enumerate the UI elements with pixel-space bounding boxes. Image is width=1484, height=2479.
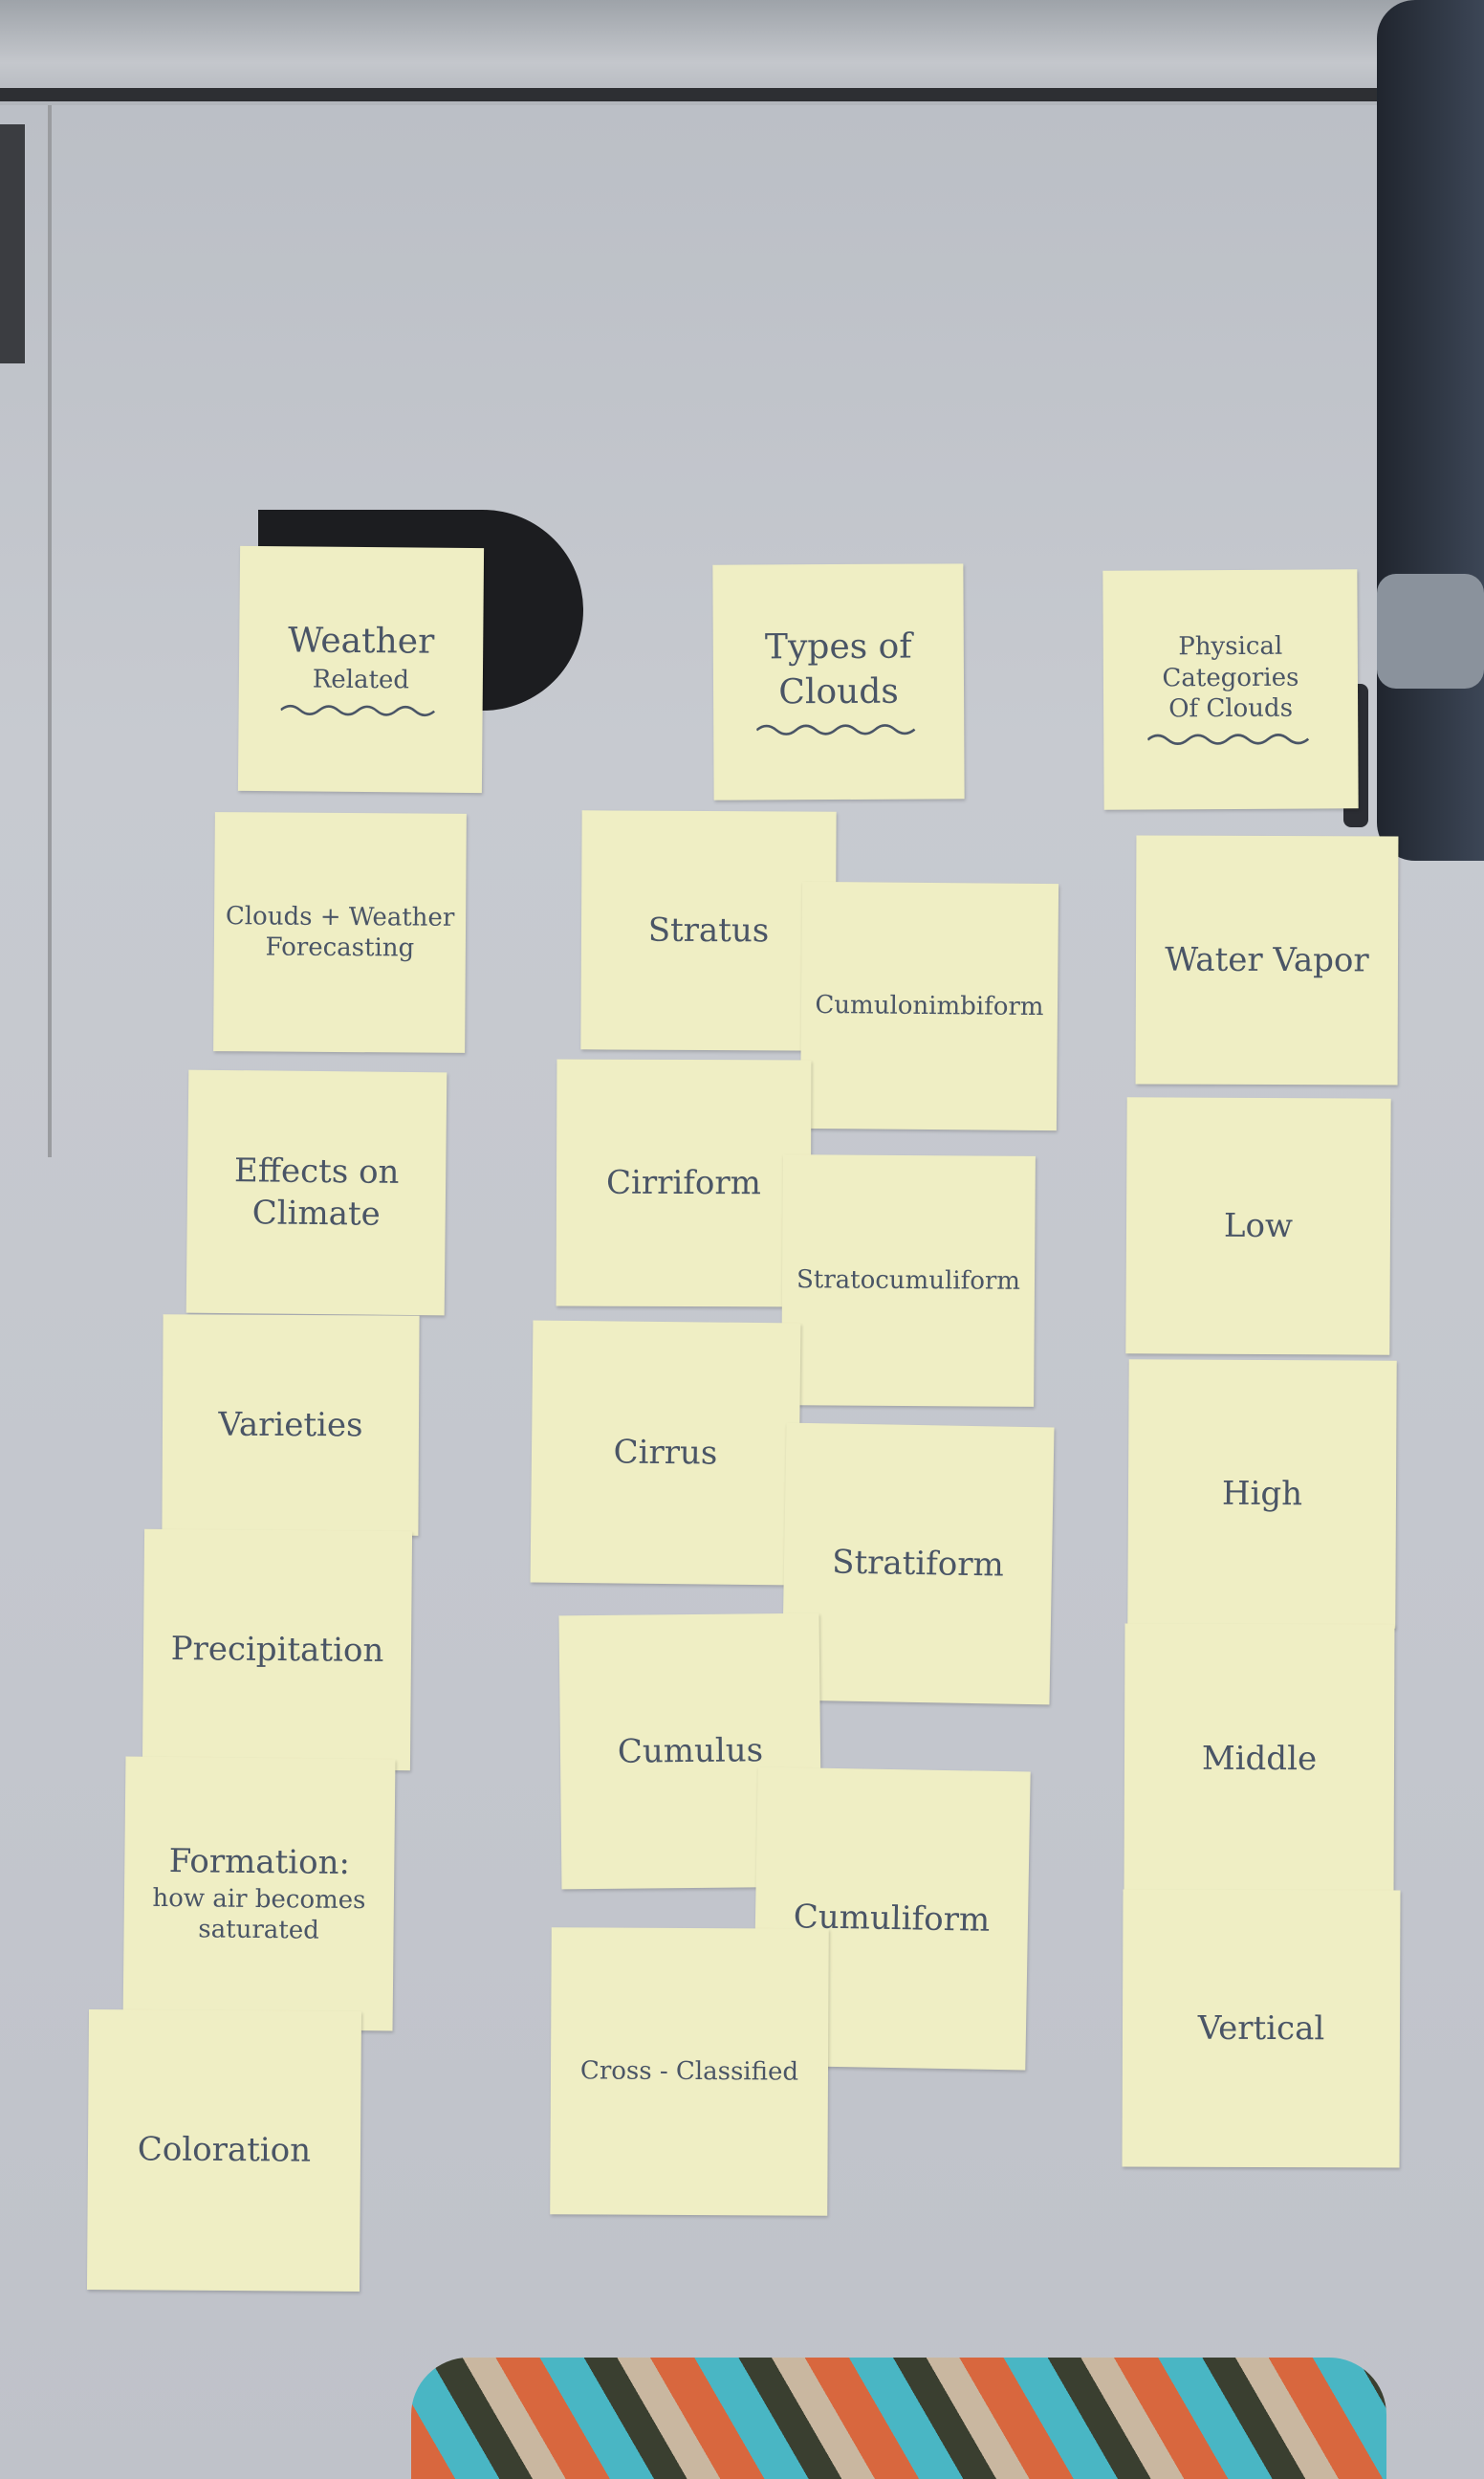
note: Formation: how air becomes saturated — [122, 1756, 396, 2031]
header-line: Categories — [1162, 663, 1299, 693]
note: Cross - Classified — [550, 1927, 829, 2216]
note-text: how air becomes saturated — [152, 1883, 366, 1945]
wall-seam — [48, 105, 52, 1157]
note-text: Stratus — [647, 910, 770, 951]
note: Low — [1125, 1097, 1391, 1355]
note: Precipitation — [142, 1528, 413, 1771]
note: High — [1127, 1359, 1397, 1629]
header-line: Types of — [764, 626, 912, 668]
left-corner-object — [0, 124, 25, 363]
note: Middle — [1124, 1623, 1395, 1895]
header-line: Weather — [288, 621, 435, 663]
header-note-types-of-clouds: Types of Clouds — [712, 563, 965, 801]
note: Water Vapor — [1135, 835, 1399, 1086]
header-line: Clouds — [778, 671, 899, 713]
squiggle-underline — [1146, 733, 1309, 745]
note-text: Cirrus — [613, 1433, 718, 1473]
header-line: Related — [312, 665, 410, 695]
note: Varieties — [162, 1314, 420, 1536]
note: Stratus — [580, 810, 837, 1051]
note-text: Formation: — [168, 1842, 351, 1883]
note: Cirrus — [530, 1320, 801, 1586]
note-text: High — [1221, 1474, 1303, 1514]
note-text: Vertical — [1197, 2008, 1325, 2049]
note-text: Cirriform — [606, 1163, 761, 1203]
note: Coloration — [86, 2009, 362, 2292]
note: Clouds + Weather Forecasting — [213, 812, 467, 1053]
note-text: Stratocumuliform — [796, 1264, 1021, 1296]
note: Effects on Climate — [186, 1069, 447, 1316]
wall-top-edge — [0, 0, 1484, 105]
note: Stratocumuliform — [781, 1154, 1036, 1407]
note: Cumulonimbiform — [799, 881, 1059, 1131]
note-text: Middle — [1201, 1739, 1318, 1779]
squiggle-underline — [280, 704, 435, 716]
note: Cirriform — [556, 1059, 812, 1307]
note-text: Cumulonimbiform — [815, 990, 1044, 1021]
note-text: Stratiform — [831, 1543, 1005, 1585]
squiggle-underline — [756, 723, 916, 735]
wall-rail — [0, 88, 1434, 101]
note-text: Coloration — [137, 2130, 312, 2171]
note: Vertical — [1122, 1889, 1401, 2168]
note: Stratiform — [781, 1422, 1055, 1705]
note-text: Cumulus — [617, 1731, 764, 1771]
header-note-weather-related: Weather Related — [237, 545, 485, 794]
header-note-physical-categories: Physical Categories Of Clouds — [1102, 569, 1359, 810]
header-line: Physical — [1178, 631, 1283, 662]
note-text: Precipitation — [170, 1629, 384, 1670]
backpack-strap — [1377, 574, 1484, 689]
note-text: Water Vapor — [1165, 940, 1369, 980]
backpack — [1377, 0, 1484, 861]
note-text: Cross - Classified — [579, 2056, 799, 2087]
header-line: Of Clouds — [1168, 693, 1294, 724]
note-text: Low — [1223, 1206, 1294, 1246]
note-text: Varieties — [218, 1405, 363, 1445]
note-text: Effects on Climate — [233, 1151, 400, 1234]
note-text: Clouds + Weather Forecasting — [225, 901, 455, 963]
patterned-fabric — [411, 2358, 1386, 2479]
